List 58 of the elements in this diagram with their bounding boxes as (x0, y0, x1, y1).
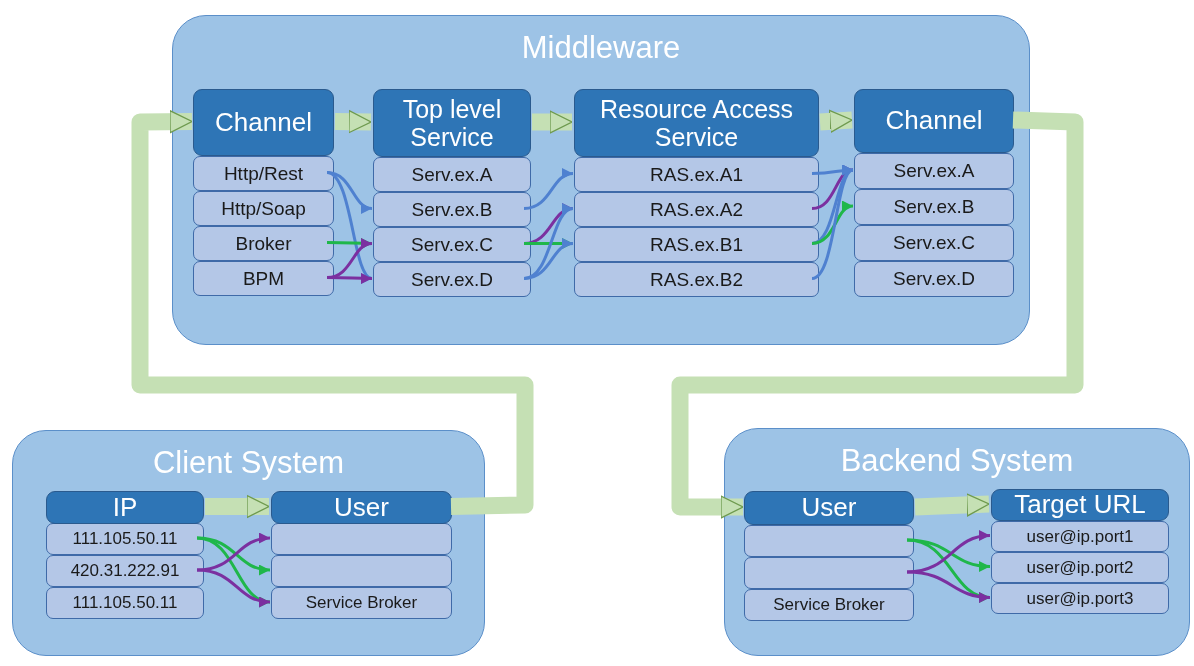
system-panel (172, 15, 1030, 345)
table-cell: 111.105.50.11 (46, 587, 204, 619)
table-cell: Http/Rest (193, 156, 334, 191)
flow-arrow (334, 110, 372, 134)
table-cell: Serv.ex.C (854, 225, 1014, 261)
flow-arrow (532, 110, 573, 134)
table-cell: 111.105.50.11 (46, 523, 204, 555)
system-panel (12, 430, 485, 656)
table-cell: Serv.ex.C (373, 227, 531, 262)
column-header: IP (46, 491, 204, 524)
table-cell: Serv.ex.B (373, 192, 531, 227)
table-cell: Broker (193, 226, 334, 261)
arrow (811, 202, 854, 245)
table-cell: Service Broker (271, 587, 452, 619)
table-cell: BPM (193, 261, 334, 296)
arrow (326, 171, 373, 280)
system-panel (724, 428, 1190, 656)
column-header: Resource Access Service (574, 89, 819, 157)
flow-arrow (205, 494, 270, 519)
table-cell: Serv.ex.A (373, 157, 531, 192)
arrow (196, 568, 271, 607)
arrow (906, 530, 991, 574)
panel-title: Client System (152, 445, 345, 481)
flow-arrow (819, 109, 853, 133)
panel-title: Middleware (521, 30, 681, 66)
table-cell: RAS.ex.B2 (574, 262, 819, 297)
column-header: User (744, 491, 914, 525)
table-cell: Http/Soap (193, 191, 334, 226)
column-header: Target URL (991, 489, 1169, 521)
column-header: Channel (193, 89, 334, 156)
arrow (327, 272, 372, 284)
table-cell: RAS.ex.A1 (574, 157, 819, 192)
column-header: Top level Service (373, 89, 531, 157)
arrow (906, 570, 991, 603)
empty-cell (744, 557, 914, 589)
table-cell: user@ip.port3 (991, 583, 1169, 614)
table-cell: Serv.ex.B (854, 189, 1014, 225)
table-cell: user@ip.port1 (991, 521, 1169, 552)
table-cell: user@ip.port2 (991, 552, 1169, 583)
arrow (523, 169, 574, 210)
table-cell: Service Broker (744, 589, 914, 621)
arrow (811, 168, 854, 280)
arrow (523, 239, 574, 280)
table-cell: Serv.ex.A (854, 153, 1014, 189)
column-header: User (271, 491, 452, 524)
table-cell: Serv.ex.D (373, 262, 531, 297)
column-header: Channel (854, 89, 1014, 153)
table-cell: Serv.ex.D (854, 261, 1014, 297)
table-cell: RAS.ex.B1 (574, 227, 819, 262)
empty-cell (271, 555, 452, 587)
table-cell: 420.31.222.91 (46, 555, 204, 587)
empty-cell (271, 523, 452, 555)
flow-arrow (131, 110, 534, 515)
empty-cell (744, 525, 914, 557)
panel-title: Backend System (840, 443, 1074, 479)
table-cell: RAS.ex.A2 (574, 192, 819, 227)
flow-arrow (671, 111, 1084, 519)
flow-arrow (914, 493, 990, 517)
